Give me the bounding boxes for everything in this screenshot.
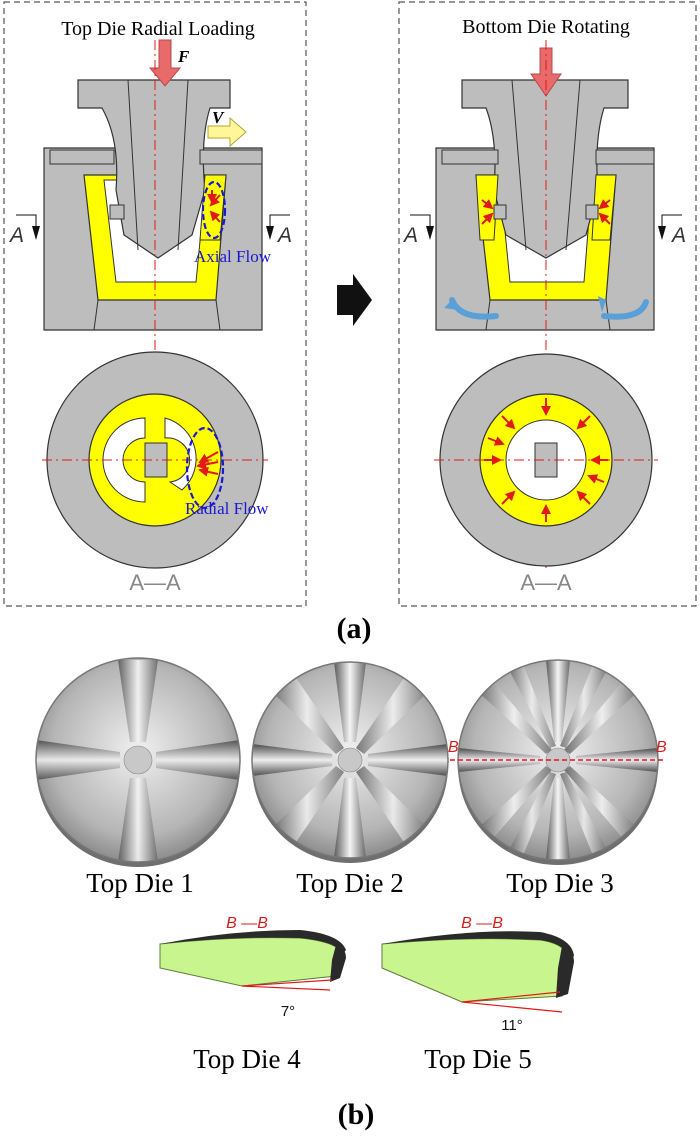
panel-b-label: (b) [338,1098,375,1131]
svg-text:11°: 11° [501,1017,523,1034]
axial-flow-label: Axial Flow [194,247,272,266]
right-title: Bottom Die Rotating [462,16,630,38]
force-arrow-right [530,47,562,97]
svg-text:A: A [8,224,24,247]
rotation-arrows [444,296,649,320]
b-mark-left: B [448,739,459,756]
b-mark-right: B [656,739,667,756]
section-mark-right-b: A [658,214,686,247]
radial-flow-arrows [196,451,219,477]
left-dashed-frame [3,1,307,607]
left-section-view-label: A—A [129,570,181,595]
top-die-2 [251,661,449,863]
caption-top-die-3: Top Die 3 [506,868,614,898]
right-dashed-frame [398,1,697,607]
top-die-5-section: B —B 11° [381,915,574,1034]
right-die-section [435,79,655,331]
caption-top-die-4: Top Die 4 [193,1044,301,1074]
right-section-view-label: A—A [520,570,572,595]
top-die-1 [35,657,241,867]
panel-a-label: (a) [337,612,372,645]
svg-text:7°: 7° [281,1003,295,1020]
left-title: Top Die Radial Loading [61,18,255,40]
left-die-section [43,79,263,331]
svg-text:A: A [670,224,686,247]
axial-flow-ellipse [201,180,227,240]
transition-arrow [337,274,372,326]
section-mark-left-a: A [8,214,40,247]
force-arrow-left [148,39,182,87]
svg-text:B —B: B —B [461,915,503,932]
caption-top-die-5: Top Die 5 [424,1044,532,1074]
svg-text:A: A [276,224,292,247]
left-section-view [42,351,268,569]
caption-top-die-1: Top Die 1 [86,868,194,898]
top-die-4-section: B —B 7° [159,915,346,1020]
svg-text:A: A [402,224,418,247]
right-axial-arrows [481,199,611,225]
section-mark-right-a: A [402,214,434,247]
svg-text:B —B: B —B [226,915,268,932]
velocity-label: V [212,108,225,127]
caption-top-die-2: Top Die 2 [296,868,404,898]
axial-flow-arrows [207,190,221,223]
velocity-arrow [207,116,247,148]
force-label: F [177,47,190,66]
radial-flow-ellipse [185,426,225,510]
top-die-3 [457,659,659,865]
section-mark-left-b: A [266,214,292,247]
right-section-view [434,353,658,567]
right-radial-arrows [484,398,608,522]
radial-flow-label: Radial Flow [185,499,269,518]
